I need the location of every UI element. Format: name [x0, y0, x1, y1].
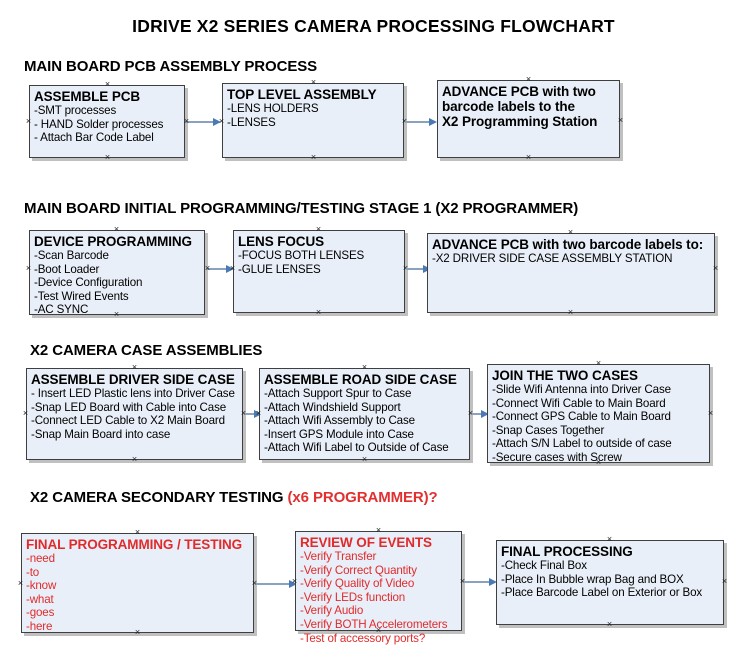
- box-header: ADVANCE PCB with two barcode labels to:: [432, 237, 704, 252]
- box-line: - Insert LED Plastic lens into Driver Ca…: [31, 387, 235, 400]
- box-line: -Snap LED Board with Cable into Case: [31, 400, 227, 414]
- box-line: -Verify LEDs function: [300, 590, 406, 604]
- box-line: -Connect LED Cable to X2 Main Board: [31, 414, 225, 428]
- page-title: IDRIVE X2 SERIES CAMERA PROCESSING FLOWC…: [132, 16, 615, 36]
- box-line: -goes: [26, 606, 55, 620]
- box-line: -Place In Bubble wrap Bag and BOX: [501, 572, 684, 586]
- box-header: ASSEMBLE PCB: [34, 89, 141, 104]
- connector-line: [207, 268, 227, 270]
- box-review-of-events[interactable]: REVIEW OF EVENTS -Verify Transfer -Verif…: [295, 531, 462, 645]
- connector-arrowhead: [289, 579, 297, 588]
- connector-arrowhead: [429, 117, 437, 126]
- box-line: -Insert GPS Module into Case: [264, 427, 414, 441]
- connector-arrowhead: [226, 264, 234, 273]
- box-advance-pcb-programming-station[interactable]: ADVANCE PCB with two barcode labels to t…: [437, 80, 620, 158]
- section-title-text: MAIN BOARD INITIAL PROGRAMMING/TESTING S…: [24, 200, 579, 217]
- box-line: -FOCUS BOTH LENSES: [238, 249, 365, 262]
- connector-line: [186, 121, 214, 123]
- box-line: - HAND Solder processes: [34, 117, 164, 131]
- connector-line: [406, 268, 424, 270]
- box-line: -Secure cases with Screw: [492, 450, 622, 464]
- box-header: ASSEMBLE DRIVER SIDE CASE: [31, 372, 235, 387]
- box-line: -Device Configuration: [34, 276, 143, 290]
- connector-arrowhead: [481, 409, 489, 418]
- connector-arrowhead: [213, 117, 221, 126]
- box-line: -Place Barcode Label on Exterior or Box: [501, 586, 703, 600]
- connector-arrowhead: [254, 409, 262, 418]
- box-assemble-road-side-case[interactable]: ASSEMBLE ROAD SIDE CASE -Attach Support …: [259, 368, 470, 460]
- box-line: - Attach Bar Code Label: [34, 131, 154, 145]
- section-title-x2-camera-case-assemblies: X2 CAMERA CASE ASSEMBLIES: [30, 342, 262, 359]
- box-line: -Connect Wifi Cable to Main Board: [492, 396, 666, 410]
- box-line: -Slide Wifi Antenna into Driver Case: [492, 383, 671, 396]
- connector-line: [245, 413, 255, 415]
- section-title-text: MAIN BOARD PCB ASSEMBLY PROCESS: [24, 58, 318, 75]
- section-title-main-board-initial-programming: MAIN BOARD INITIAL PROGRAMMING/TESTING S…: [24, 200, 578, 217]
- box-assemble-pcb[interactable]: ASSEMBLE PCB -SMT processes - HAND Solde…: [29, 85, 185, 158]
- section-title-x2-camera-secondary-testing: X2 CAMERA SECONDARY TESTING (x6 PROGRAMM…: [30, 489, 438, 506]
- connector-line: [405, 121, 430, 123]
- box-line: -LENSES: [227, 115, 276, 129]
- box-line: -Attach Wifi Assembly to Case: [264, 414, 415, 428]
- box-line: -Snap Main Board into case: [31, 427, 171, 441]
- box-line: -Test Wired Events: [34, 289, 129, 303]
- section-title-accent: (x6 PROGRAMMER)?: [287, 489, 438, 506]
- box-lens-focus[interactable]: LENS FOCUS -FOCUS BOTH LENSES -GLUE LENS…: [233, 230, 405, 313]
- box-line: -Attach Support Spur to Case: [264, 387, 412, 400]
- box-line: -to: [26, 565, 40, 579]
- box-line: -Verify Correct Quantity: [300, 563, 417, 577]
- box-line: -Scan Barcode: [34, 249, 109, 262]
- box-header: DEVICE PROGRAMMING: [34, 234, 192, 249]
- box-header-line2: barcode labels to the: [442, 99, 575, 114]
- connector-line: [464, 581, 490, 583]
- connector-arrowhead: [489, 577, 497, 586]
- box-line: -Check Final Box: [501, 559, 587, 572]
- box-advance-pcb-driver-side-case[interactable]: ADVANCE PCB with two barcode labels to: …: [427, 233, 715, 313]
- connector-line: [472, 413, 482, 415]
- box-final-programming-testing[interactable]: FINAL PROGRAMMING / TESTING -need -to -k…: [21, 533, 254, 633]
- box-header: ASSEMBLE ROAD SIDE CASE: [264, 372, 457, 387]
- section-title-text: X2 CAMERA SECONDARY TESTING: [30, 489, 288, 506]
- box-line: -Attach Wifi Label to Outside of Case: [264, 441, 449, 455]
- box-line: -SMT processes: [34, 104, 117, 117]
- box-line: -LENS HOLDERS: [227, 102, 319, 115]
- box-line-overflow: -Test of accessory ports?: [300, 631, 426, 645]
- box-header: REVIEW OF EVENTS: [300, 535, 432, 550]
- box-assemble-driver-side-case[interactable]: ASSEMBLE DRIVER SIDE CASE - Insert LED P…: [26, 368, 243, 460]
- section-title-text: X2 CAMERA CASE ASSEMBLIES: [30, 342, 263, 359]
- box-line: -Boot Loader: [34, 262, 100, 276]
- box-line: -GLUE LENSES: [238, 262, 321, 276]
- box-line: -AC SYNC: [34, 303, 89, 317]
- box-header: FINAL PROGRAMMING / TESTING: [26, 537, 243, 552]
- box-line: -Attach Windshield Support: [264, 400, 401, 414]
- section-title-main-board-pcb-assembly: MAIN BOARD PCB ASSEMBLY PROCESS: [24, 58, 317, 75]
- box-line: -need: [26, 552, 55, 565]
- box-join-the-two-cases[interactable]: JOIN THE TWO CASES -Slide Wifi Antenna i…: [487, 364, 710, 464]
- box-line: -Snap Cases Together: [492, 423, 605, 437]
- box-header-line3: X2 Programming Station: [442, 114, 598, 129]
- box-line: -X2 DRIVER SIDE CASE ASSEMBLY STATION: [432, 252, 673, 265]
- box-line: -what: [26, 592, 54, 606]
- box-header: FINAL PROCESSING: [501, 544, 633, 559]
- box-header: LENS FOCUS: [238, 234, 325, 249]
- box-line: -Attach S/N Label to outside of case: [492, 437, 672, 451]
- connector-line: [256, 583, 290, 585]
- box-header: ADVANCE PCB with two: [442, 84, 596, 99]
- box-line: -Verify Quality of Video: [300, 577, 415, 591]
- box-line: -Verify Transfer: [300, 550, 377, 563]
- box-final-processing[interactable]: FINAL PROCESSING -Check Final Box -Place…: [496, 540, 724, 625]
- box-header: JOIN THE TWO CASES: [492, 368, 638, 383]
- box-line: -Verify Audio: [300, 604, 364, 618]
- box-line: -here: [26, 619, 53, 633]
- box-header: TOP LEVEL ASSEMBLY: [227, 87, 377, 102]
- box-line: -know: [26, 579, 57, 593]
- box-line: -Connect GPS Cable to Main Board: [492, 410, 671, 424]
- box-line: -Verify BOTH Accelerometers: [300, 617, 448, 631]
- box-device-programming[interactable]: DEVICE PROGRAMMING -Scan Barcode -Boot L…: [29, 230, 205, 317]
- box-top-level-assembly[interactable]: TOP LEVEL ASSEMBLY -LENS HOLDERS -LENSES: [222, 83, 404, 158]
